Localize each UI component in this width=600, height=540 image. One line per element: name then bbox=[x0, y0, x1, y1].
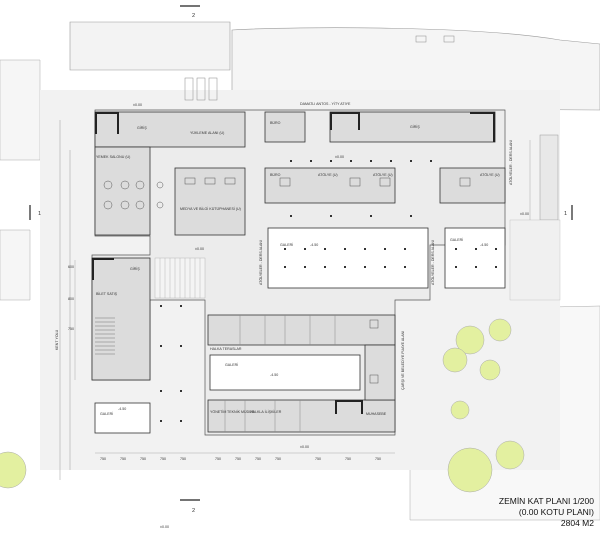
section-marker-left: 1 bbox=[38, 211, 41, 217]
room-atolye-3: ATÖLYE (U) bbox=[480, 173, 500, 177]
galeri-center-level: -4.50 bbox=[310, 243, 318, 247]
room-muhasebe: MUHASEBE bbox=[366, 412, 387, 416]
plan-title: ZEMİN KAT PLANI 1/200 bbox=[499, 496, 594, 506]
level-right: ±0.00 bbox=[520, 212, 529, 216]
galeri-right-level: -4.50 bbox=[480, 243, 488, 247]
dim-15: 750 bbox=[68, 327, 74, 331]
dim-1: 750 bbox=[100, 457, 106, 461]
dim-7: 750 bbox=[235, 457, 241, 461]
plan-level: (0.00 KOTU PLANI) bbox=[519, 507, 594, 517]
level-top-left: ±0.00 bbox=[133, 103, 142, 107]
dimension-lines bbox=[74, 140, 531, 454]
dim-9: 750 bbox=[275, 457, 281, 461]
section-marker-bottom: 2 bbox=[192, 508, 195, 514]
room-buro-top: BÜRO bbox=[270, 121, 281, 125]
galeri-left-label: GALERİ bbox=[100, 411, 113, 416]
room-yonetim: YÖNETİM bbox=[210, 409, 226, 414]
level-bottom: ±0.00 bbox=[300, 445, 309, 449]
room-buro-mid: BÜRO bbox=[270, 173, 281, 177]
section-markers: 2 2 1 1 bbox=[29, 5, 573, 514]
room-bilet: BİLET SATIŞ bbox=[96, 291, 118, 296]
dim-8: 750 bbox=[255, 457, 261, 461]
room-giris-left: GİRİŞ bbox=[130, 266, 140, 271]
room-giris-top: GİRİŞ bbox=[137, 125, 147, 130]
dim-3: 750 bbox=[140, 457, 146, 461]
section-marker-right: 1 bbox=[564, 211, 567, 217]
section-marker-top: 2 bbox=[192, 13, 195, 19]
room-teknik: TEKNİK MÜDÜR bbox=[227, 409, 255, 414]
galleries bbox=[94, 227, 506, 434]
dim-14: 800 bbox=[68, 297, 74, 301]
room-atolye-1: ATÖLYE (U) bbox=[318, 173, 338, 177]
dim-10: 750 bbox=[315, 457, 321, 461]
level-bottom-left: ±0.00 bbox=[160, 525, 169, 529]
dim-11: 750 bbox=[345, 457, 351, 461]
room-halka-vertical: ÇARŞI VE BELEDİYE FUAYE ALANI bbox=[400, 331, 405, 390]
room-atolye-2: ATÖLYE (U) bbox=[373, 173, 393, 177]
labels: DAMATLI ANTOS - YİTY ATIYE ±0.00 ±0.00 ±… bbox=[55, 101, 529, 529]
dim-13: 600 bbox=[68, 265, 74, 269]
furniture bbox=[103, 177, 471, 384]
room-yukleme: YÜKLEME ALANI (U) bbox=[190, 131, 224, 135]
dimension-labels: 750 750 750 750 750 750 750 750 750 750 … bbox=[68, 265, 381, 461]
room-atolyeler-v3: ATÖLYELER - DERS ALANI bbox=[259, 240, 263, 285]
galeri-right-label: GALERİ bbox=[450, 237, 463, 242]
room-halkla: HALKLA İLİŞKİLER bbox=[250, 409, 282, 414]
dim-2: 750 bbox=[120, 457, 126, 461]
plan-area: 2804 M2 bbox=[561, 518, 594, 528]
room-medya: MEDYA VE BİLGİ KÜTÜPHANESİ (U) bbox=[180, 206, 241, 211]
level-center: ±0.00 bbox=[335, 155, 344, 159]
galeri-lower-level: -4.50 bbox=[270, 373, 278, 377]
room-atolyeler-v1: ATÖLYELER - DERS ALANI bbox=[509, 140, 513, 185]
room-atolyeler-v2: ATÖLYELER - DERS ALANI bbox=[431, 240, 435, 285]
top-center-wing bbox=[264, 111, 506, 204]
column-grid bbox=[160, 160, 497, 422]
dim-12: 750 bbox=[375, 457, 381, 461]
dim-5: 750 bbox=[180, 457, 186, 461]
right-strip bbox=[509, 134, 561, 301]
lower-left-block bbox=[91, 257, 151, 381]
trees bbox=[0, 318, 525, 493]
level-courtyard: ±0.00 bbox=[195, 247, 204, 251]
galeri-lower-label: GALERİ bbox=[225, 362, 238, 367]
room-giris-top-right: GİRİŞ bbox=[410, 124, 420, 129]
dim-4: 750 bbox=[160, 457, 166, 461]
street-label: DAMATLI ANTOS - YİTY ATIYE bbox=[300, 101, 351, 106]
top-left-wing bbox=[94, 111, 246, 236]
galeri-left-level: -4.50 bbox=[118, 407, 126, 411]
galeri-center-label: GALERİ bbox=[280, 242, 293, 247]
dim-6: 750 bbox=[215, 457, 221, 461]
title-block: ZEMİN KAT PLANI 1/200 (0.00 KOTU PLANI) … bbox=[499, 496, 594, 528]
ramp bbox=[154, 257, 206, 299]
room-halka-terrace: HALKA TERASLAR bbox=[210, 347, 242, 351]
bottom-block bbox=[207, 314, 396, 433]
parking-bays bbox=[184, 35, 455, 101]
street-kent-yolu: KENT YOLU bbox=[55, 329, 59, 350]
room-yemek: YEMEK SALONU (U) bbox=[96, 155, 130, 159]
